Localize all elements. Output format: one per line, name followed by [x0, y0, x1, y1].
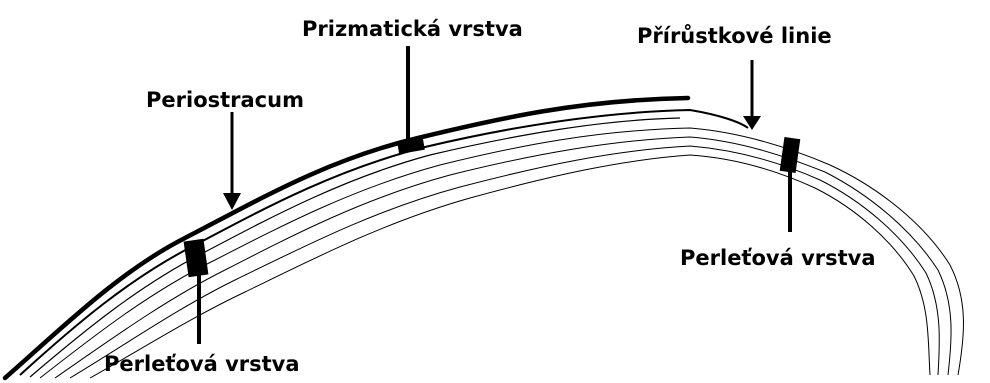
label-periostracum: Periostracum	[146, 90, 304, 111]
label-nacre-left: Perleťová vrstva	[104, 354, 300, 375]
label-nacre-right: Perleťová vrstva	[680, 248, 876, 269]
label-prismatic-layer: Prizmatická vrstva	[302, 19, 523, 40]
label-growth-lines: Přírůstkové linie	[637, 26, 832, 47]
shell-body	[8, 100, 986, 378]
periostracum-arrow-head	[223, 193, 241, 210]
periostracum-outline	[5, 98, 688, 378]
